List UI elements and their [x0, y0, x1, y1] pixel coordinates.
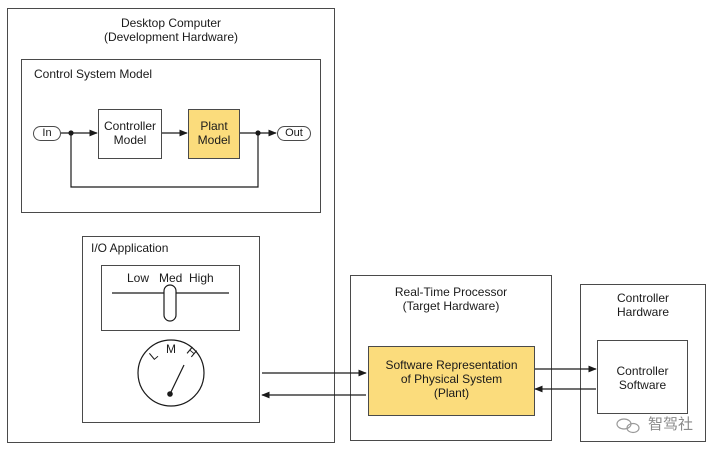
io-application-title: I/O Application	[91, 241, 169, 255]
plant-model-line2: Model	[197, 133, 231, 147]
realtime-title-line2: (Target Hardware)	[402, 299, 500, 313]
software-rep-line2: of Physical System	[400, 372, 503, 386]
controller-software-line2: Software	[618, 378, 667, 392]
controller-hardware-title: Controller Hardware	[580, 291, 706, 319]
slider-knob[interactable]	[163, 284, 177, 322]
desktop-computer-title: Desktop Computer (Development Hardware)	[7, 16, 335, 44]
dial-gauge	[137, 339, 205, 407]
controller-hw-line1: Controller	[616, 291, 670, 305]
watermark-text: 智驾社	[647, 415, 693, 433]
dial-needle	[169, 364, 185, 395]
controller-model-block: Controller Model	[98, 109, 162, 159]
dial-needle-hub	[167, 391, 173, 397]
controller-software-line1: Controller	[616, 364, 669, 378]
plant-model-block: Plant Model	[188, 109, 240, 159]
controller-model-line1: Controller	[103, 119, 157, 133]
software-rep-line1: Software Representation	[385, 358, 518, 372]
out-port: Out	[277, 126, 311, 141]
realtime-title-line1: Real-Time Processor	[394, 285, 508, 299]
controller-software-block: Controller Software	[597, 340, 688, 414]
software-rep-line3: (Plant)	[433, 386, 470, 400]
slider-label-high: High	[189, 271, 214, 285]
plant-model-line1: Plant	[200, 119, 228, 133]
desktop-title-line2: (Development Hardware)	[103, 30, 239, 44]
control-system-model-title: Control System Model	[34, 67, 153, 81]
feedback-loop-line	[70, 133, 259, 188]
controller-hw-line2: Hardware	[616, 305, 670, 319]
slider-label-low: Low	[127, 271, 150, 285]
controller-model-line2: Model	[113, 133, 147, 147]
software-representation-block: Software Representation of Physical Syst…	[368, 346, 535, 416]
watermark-icon	[616, 418, 640, 434]
realtime-processor-title: Real-Time Processor (Target Hardware)	[350, 285, 552, 313]
desktop-title-line1: Desktop Computer	[120, 16, 222, 30]
dial-label-m: M	[166, 342, 176, 356]
in-port: In	[33, 126, 61, 141]
slider-label-med: Med	[159, 271, 183, 285]
